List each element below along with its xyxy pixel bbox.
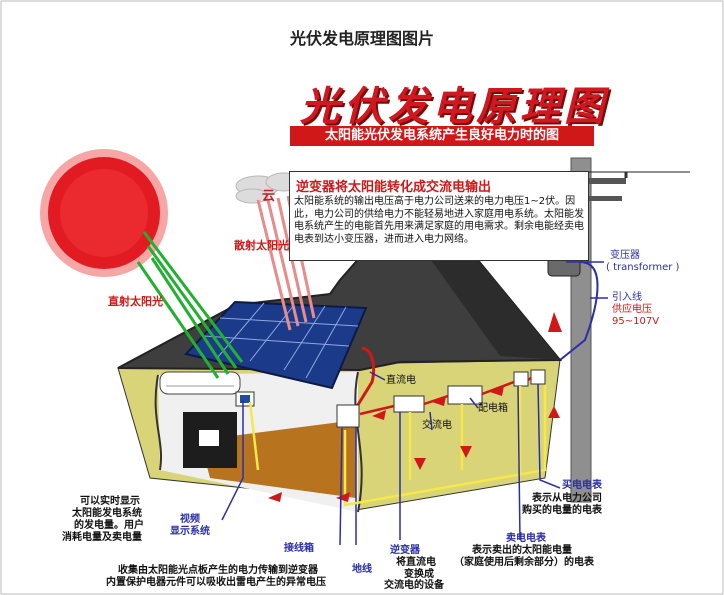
callout-lines (221, 261, 608, 546)
flow-arrows (268, 386, 560, 502)
distribution-box-icon (447, 385, 483, 405)
transformer-label: 变压器 (610, 250, 640, 261)
ground-wire-label: 地线 (352, 564, 372, 575)
inverter-desc-line-1: 将直流电 (396, 557, 436, 568)
appliance-icon (183, 412, 237, 468)
up-arrow-icon (548, 312, 562, 332)
service-line-label: 引入线 (612, 292, 642, 303)
sun-icon (40, 149, 168, 277)
info-box-heading: 逆变器将太阳能转化成交流电输出 (296, 180, 492, 195)
realtime-display-line-1: 可以实时显示 (80, 496, 140, 507)
inverter-desc-line-2: 变换成 (404, 569, 434, 580)
realtime-display-line-2: 太阳能发电系统 (72, 508, 142, 519)
inverter-icon (393, 395, 425, 413)
distribution-box-label: 配电箱 (478, 403, 508, 414)
floor (200, 420, 356, 498)
sell-meter-label: 卖电电表 (506, 533, 546, 544)
transformer-en-label: ( transformer ) (606, 262, 680, 273)
junction-box-label: 接线箱 (284, 543, 314, 554)
sell-meter-desc-line-1: 表示卖出的太阳能电量 (472, 545, 572, 556)
video-system-label: 显示系统 (170, 526, 210, 537)
dc-wire (354, 346, 376, 409)
junction-desc-line-2: 内置保护电器元件可以吸收出雷电产生的异常电压 (106, 577, 326, 588)
realtime-display-line-3: 的发电量。用户 (74, 520, 144, 531)
buy-meter-desc-line-2: 购买的电量的电表 (522, 505, 602, 516)
buy-meter-label: 买电电表 (562, 480, 602, 491)
main-title: 光伏发电原理图 (300, 83, 608, 130)
video-title-label: 视频 (180, 514, 200, 525)
scattered-sunlight-label: 散射太阳光 (234, 239, 289, 252)
direct-sunlight-label: 直射太阳光 (108, 295, 163, 308)
realtime-display-line-4: 消耗电量及卖电量 (62, 532, 142, 543)
subtitle-banner: 太阳能光伏发电系统产生良好电力时的图 (290, 126, 594, 146)
solar-panel (184, 300, 368, 390)
dc-label: 直流电 (386, 375, 416, 386)
junction-box-icon (336, 404, 360, 428)
cloud-label: 云 (262, 189, 276, 204)
sell-meter-desc-line-2: （家庭使用后剩余部分）的电表 (454, 557, 594, 568)
supply-voltage-label: 供应电压 (612, 304, 652, 315)
info-box-body: 太阳能系统的输出电压高于电力公司送来的电力电压1~2伏。因此，电力公司的供给电力… (294, 196, 584, 245)
inverter-desc-line-3: 交流电的设备 (384, 580, 444, 591)
air-conditioner-icon (159, 371, 241, 395)
ac-label: 交流电 (422, 420, 452, 431)
info-box: 逆变器将太阳能转化成交流电输出 太阳能系统的输出电压高于电力公司送来的电力电压1… (289, 171, 589, 261)
buy-meter-icon (530, 369, 546, 385)
inverter-label: 逆变器 (390, 545, 420, 556)
direct-sunlight-rays (136, 231, 244, 379)
page-title: 光伏发电原理图图片 (289, 29, 434, 48)
house-wiring (248, 376, 547, 507)
supply-voltage-value: 95~107V (612, 316, 660, 327)
junction-desc-line-1: 收集由太阳能光点板产生的电力传输到逆变器 (118, 565, 318, 576)
service-line-wire (559, 261, 599, 361)
buy-meter-desc-line-1: 表示从电力公司 (532, 493, 602, 504)
sell-meter-icon (513, 371, 529, 387)
